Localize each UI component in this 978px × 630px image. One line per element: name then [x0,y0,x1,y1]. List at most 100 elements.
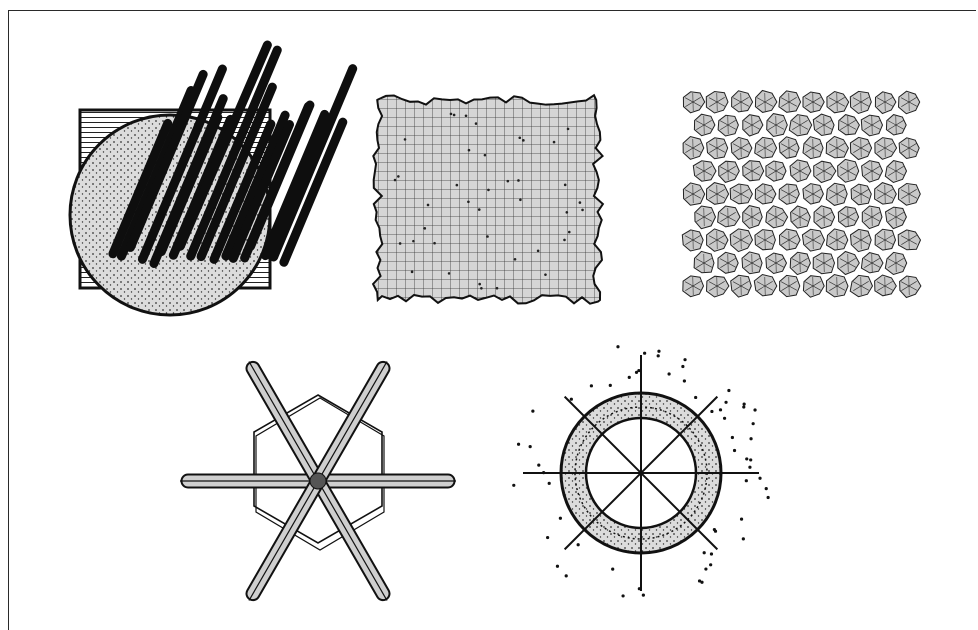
scatter-dot [681,365,684,368]
hex-tile [827,92,849,113]
hex-tile [803,276,824,298]
grid-dot [467,200,470,203]
scatter-dot [700,581,703,584]
hex-tile [731,137,752,159]
hex-tile [885,252,906,274]
hex-tile [813,114,834,135]
grid-dot [519,198,522,201]
hex-tile [694,114,715,136]
panel-hex-tiles [682,91,921,298]
grid-dot [478,283,481,286]
scatter-dot [749,458,752,461]
grid-dot [507,180,510,183]
grid-dot [453,114,456,117]
scatter-dot [749,437,752,440]
hex-tile [779,184,799,204]
scatter-dot [743,403,746,406]
scatter-dot [565,574,568,577]
hex-tile [875,92,896,114]
grid-dot [518,136,521,139]
scatter-dot [616,345,619,348]
scatter-dot [611,568,614,571]
grid-dot [486,235,489,238]
scatter-dot [657,350,660,353]
grid-dot [475,122,478,125]
grid-dot [468,149,471,152]
scatter-dot [621,594,624,597]
scatter-dot [542,471,545,474]
hex-tile [707,276,729,297]
hex-tile [718,206,740,227]
scatter-dot [745,479,748,482]
grid-dot [579,201,582,204]
scatter-dot [570,398,573,401]
scatter-dot [683,379,686,382]
scatter-dot [709,563,712,566]
hex-tile [838,252,860,275]
panel-six-arm-star [180,361,456,600]
hex-tile [730,229,752,252]
hex-tile [718,252,738,273]
hex-tile [780,229,801,250]
hex-tile [802,229,824,251]
hex-tile [766,253,787,274]
hex-tile [875,138,897,160]
hex-tile [683,92,704,113]
hex-tile [730,184,752,204]
scatter-dot [704,567,707,570]
grid-dot [496,287,499,290]
scatter-dot [643,352,646,355]
scatter-dot [731,436,734,439]
scatter-dot [703,551,706,554]
grid-dot [394,179,397,182]
grid-dot [478,208,481,211]
hex-tile [754,275,777,296]
scatter-dot [657,354,660,357]
hex-tile [850,137,871,159]
hex-tile [755,230,776,250]
grid-dot [480,287,483,290]
grid-dot [456,184,459,187]
hex-tile [743,206,763,229]
scatter-dot [745,457,748,460]
scatter-dot [742,405,745,408]
hex-tile [683,183,704,205]
scatter-dot [556,565,559,568]
hex-tile [814,161,836,182]
grid-dot [423,227,426,230]
hex-tile [851,229,872,251]
grid-dot [404,138,407,141]
hex-tile [875,229,895,250]
scatter-dot [719,408,722,411]
ring-radial-lines [523,355,759,591]
hex-tile [731,275,752,297]
scatter-dot [733,449,736,452]
scatter-dot [724,401,727,404]
scatter-dot [723,417,726,420]
hex-tile [839,115,860,135]
hex-tile [826,136,848,158]
hex-tile [767,114,788,137]
scatter-dot [628,376,631,379]
panel-radial-ring [512,345,770,597]
hex-tile [851,184,871,205]
grid-dot [448,272,451,275]
hex-tile [813,253,834,274]
hex-tile [885,161,906,183]
hex-tile [826,183,847,205]
hex-tile [850,91,871,113]
scatter-dot [667,372,670,375]
hex-tile [779,91,801,112]
grid-dot [411,271,414,274]
hex-tile [838,207,858,227]
hex-tile [789,115,811,136]
scatter-dot [753,408,756,411]
hex-tile [803,92,824,112]
hex-tile [791,206,811,228]
hex-tile [707,138,728,159]
grid-dot [450,113,453,116]
hex-tile [900,276,921,298]
scatter-dot [710,410,713,413]
scatter-dot [590,384,593,387]
